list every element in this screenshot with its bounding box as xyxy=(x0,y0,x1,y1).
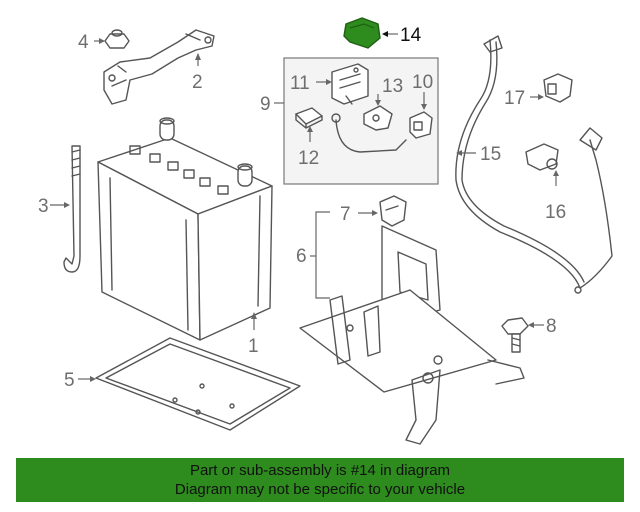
label-15: 15 xyxy=(480,144,501,165)
leader-6-bracket xyxy=(315,211,330,299)
label-9: 9 xyxy=(260,94,271,115)
arrow-4 xyxy=(99,38,105,44)
arrow-17 xyxy=(538,94,544,100)
part-12-pad xyxy=(295,107,323,129)
label-1: 1 xyxy=(248,336,259,357)
sub-cable-terminal xyxy=(331,113,341,123)
banner-line-2: Diagram may not be specific to your vehi… xyxy=(174,481,466,498)
label-3: 3 xyxy=(38,196,49,217)
part-16-clamp xyxy=(525,143,559,171)
part-11-fuse-block xyxy=(331,63,369,105)
info-banner: Part or sub-assembly is #14 in diagram D… xyxy=(16,458,624,502)
arrow-3 xyxy=(64,202,70,208)
label-8: 8 xyxy=(546,316,557,337)
sub-cable xyxy=(335,119,407,153)
label-2: 2 xyxy=(192,72,203,93)
arrow-15 xyxy=(456,150,462,156)
part-4-nut xyxy=(104,29,130,49)
part-2-hold-down-bracket xyxy=(103,29,215,105)
label-12: 12 xyxy=(298,148,319,169)
part-3-j-bolt xyxy=(63,145,81,273)
arrow-5 xyxy=(90,376,96,382)
part-13-clip xyxy=(363,105,393,131)
arrow-8 xyxy=(528,322,534,328)
label-16: 16 xyxy=(545,202,566,223)
part-7-clip xyxy=(379,195,407,227)
arrow-14 xyxy=(382,31,388,37)
arrow-2 xyxy=(195,53,201,60)
arrow-16 xyxy=(553,170,559,176)
label-10: 10 xyxy=(412,72,433,93)
label-4: 4 xyxy=(78,32,89,53)
arrow-11 xyxy=(326,79,332,85)
arrow-1 xyxy=(251,312,257,319)
label-11: 11 xyxy=(290,73,310,94)
part-1-battery xyxy=(97,117,273,341)
label-14: 14 xyxy=(400,25,422,46)
part-5-tray-mat xyxy=(95,337,301,431)
part-17-terminal xyxy=(543,73,573,103)
label-13: 13 xyxy=(382,76,403,97)
part-14-terminal-cover xyxy=(343,17,381,49)
label-7: 7 xyxy=(340,204,351,225)
part-10-connector xyxy=(409,111,433,139)
part-6-battery-support xyxy=(299,225,525,445)
banner-line-1: Part or sub-assembly is #14 in diagram xyxy=(189,462,451,479)
label-6: 6 xyxy=(296,246,307,267)
label-5: 5 xyxy=(64,370,75,391)
arrow-10 xyxy=(421,104,427,110)
label-17: 17 xyxy=(504,88,525,109)
part-8-bolt xyxy=(501,317,529,353)
part-15-battery-cable xyxy=(455,35,613,294)
arrow-12 xyxy=(307,126,313,132)
exploded-parts-diagram: 4 2 3 1 xyxy=(38,17,613,445)
arrow-7 xyxy=(372,210,378,216)
arrow-13 xyxy=(375,100,381,106)
